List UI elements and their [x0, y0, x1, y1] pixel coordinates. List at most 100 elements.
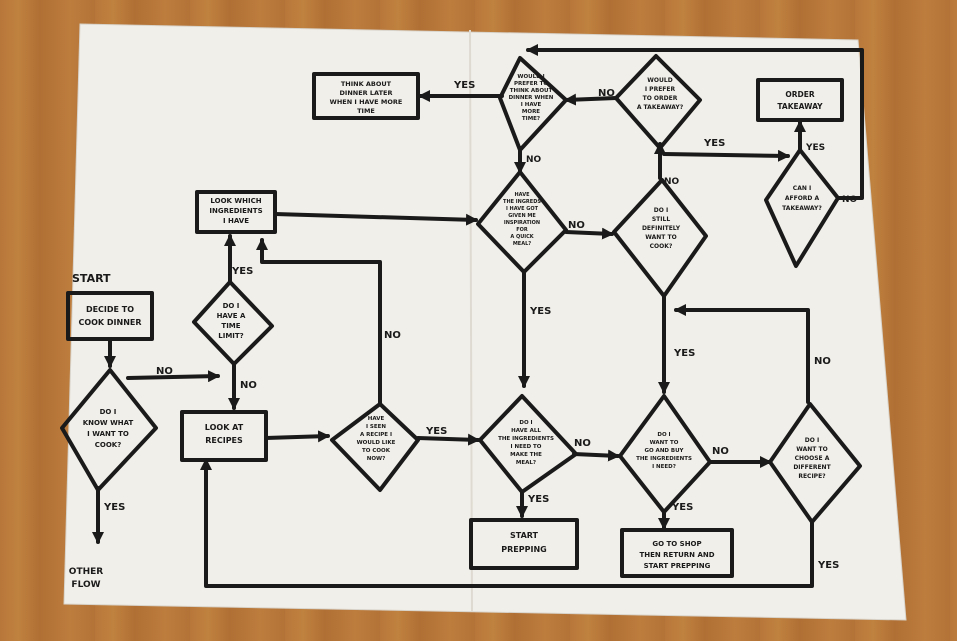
edge-label-still-yes: YES	[673, 348, 695, 359]
label-line: INGREDIENTS	[209, 207, 262, 215]
label-other-flow: OTHER FLOW	[69, 567, 103, 590]
node-look-recipes	[180, 410, 268, 462]
label-order-takeaway: ORDER TAKEAWAY	[777, 90, 823, 111]
node-know-what-to-cook	[60, 368, 158, 492]
node-prefer-think	[498, 56, 568, 152]
edge-seen-no-to-ingredients	[256, 238, 382, 406]
label-line: TAKEAWAY	[777, 102, 823, 111]
label-line: MORE	[522, 109, 540, 115]
label-line: DEFINITELY	[642, 225, 681, 232]
paper-fold	[469, 29, 473, 613]
label-line: THINK ABOUT	[510, 88, 553, 94]
label-line: OTHER	[69, 567, 103, 577]
label-line: A QUICK	[510, 234, 534, 240]
label-line: FLOW	[71, 580, 100, 590]
edge-label-have-no: NO	[574, 438, 591, 449]
label-line: LOOK AT	[205, 423, 244, 432]
edge-label-seen-yes: YES	[425, 426, 447, 437]
edge-seen-yes-to-haveall	[416, 433, 480, 446]
node-time-limit	[192, 280, 274, 366]
node-prefer-takeaway	[614, 54, 702, 150]
edge-label-still-no: NO	[664, 177, 680, 187]
edge-label-choose-yes: YES	[817, 560, 839, 571]
edge-label-choose-no: NO	[814, 356, 831, 367]
label-line: CAN I	[793, 185, 811, 192]
label-line: HAVE	[515, 192, 531, 198]
node-start-prepping	[469, 518, 579, 570]
node-have-all-ingredients	[478, 394, 578, 494]
edge-label-takeaway-yes: YES	[703, 138, 725, 149]
label-line: LOOK WHICH	[210, 197, 261, 205]
edge-afford-no-to-top	[526, 44, 864, 200]
label-line: WOULD LIKE	[357, 440, 396, 446]
edge-recipes-to-seen	[264, 430, 330, 443]
label-line: DO I	[657, 432, 670, 438]
label-line: HAVE	[368, 416, 385, 422]
node-order-takeaway	[756, 78, 844, 122]
edge-haveall-no-to-buy	[572, 449, 620, 462]
label-line: DO I	[519, 420, 532, 426]
label-line: KNOW WHAT	[83, 419, 134, 427]
label-line: I NEED?	[652, 464, 676, 470]
label-decide: DECIDE TO COOK DINNER	[78, 305, 141, 327]
edge-choose-no-to-still	[674, 304, 810, 404]
edge-label-think-no: NO	[526, 155, 542, 165]
label-line: I HAVE GOT	[506, 206, 539, 212]
edge-label-seen-no: NO	[384, 330, 401, 341]
node-go-to-shop	[620, 528, 734, 578]
label-line: MEAL?	[516, 460, 536, 466]
node-look-ingredients	[195, 190, 277, 234]
label-line: FOR	[516, 227, 528, 233]
label-line: THEN RETURN AND	[639, 551, 714, 559]
edge-label-time-no: NO	[240, 380, 257, 391]
edge-label-insp-yes: YES	[529, 306, 551, 317]
label-line: TO COOK	[362, 448, 391, 454]
node-still-want-cook	[612, 178, 708, 298]
node-choose-different	[768, 402, 862, 524]
label-line: DO I	[805, 437, 819, 444]
label-line: A TAKEAWAY?	[637, 104, 684, 111]
label-line: DIFFERENT	[793, 464, 831, 471]
edge-choose-yes-to-recipes	[200, 458, 814, 588]
label-line: MEAL?	[513, 241, 531, 247]
label-line: I NEED TO	[511, 444, 542, 450]
label-line: I HAVE	[521, 102, 542, 108]
paper-sheet	[63, 23, 907, 621]
label-line: INSPIRATION	[504, 220, 540, 226]
node-afford-takeaway	[764, 148, 840, 268]
label-line: HAVE A	[217, 312, 246, 320]
node-go-buy	[618, 394, 712, 514]
label-line: THINK ABOUT	[341, 80, 392, 88]
label-line: DO I	[654, 207, 668, 214]
label-line: ORDER	[785, 90, 814, 99]
label-line: WHEN I HAVE MORE	[330, 98, 403, 106]
label-line: A RECIPE I	[360, 432, 392, 438]
label-line: I WANT TO	[87, 430, 129, 438]
edge-label-insp-no: NO	[568, 220, 585, 231]
label-line: COOK DINNER	[78, 318, 141, 327]
edge-takeaway-yes-to-afford	[662, 149, 790, 162]
edge-label-think-yes: YES	[453, 80, 475, 91]
label-line: MAKE THE	[510, 452, 542, 458]
label-line: GO TO SHOP	[652, 540, 701, 548]
edge-takeaway-no-to-think	[564, 93, 618, 106]
edge-insp-no-to-still	[564, 227, 614, 240]
label-line: THE INGREDIENTS	[498, 436, 554, 442]
label-line: STILL	[652, 216, 670, 223]
label-line: DINNER LATER	[340, 89, 393, 97]
edge-label-afford-yes: YES	[805, 143, 825, 153]
label-line: DECIDE TO	[86, 305, 134, 314]
edge-label-time-yes: YES	[231, 266, 253, 277]
edge-know-no-to-time	[126, 370, 220, 383]
label-line: I PREFER	[645, 86, 676, 93]
label-line: THE INGREDIENTS	[636, 456, 692, 462]
label-line: GO AND BUY	[644, 448, 684, 454]
